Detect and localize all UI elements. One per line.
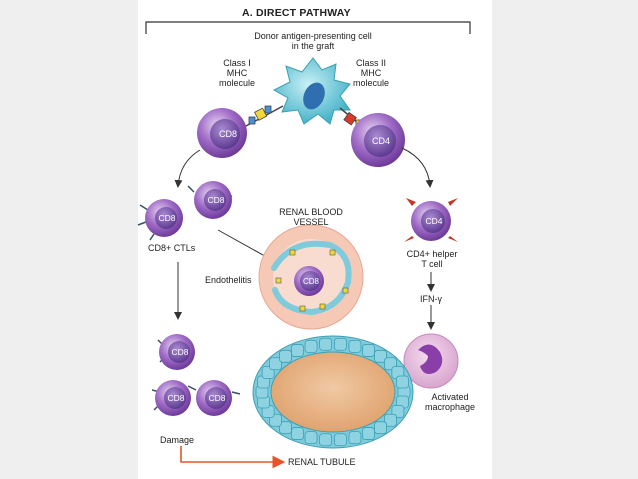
ctl-label-2: CD8 [207, 195, 224, 205]
title-bracket [145, 21, 471, 34]
ctl-nucleus-1 [155, 207, 177, 229]
endothelitis-label: Endothelitis [205, 275, 252, 285]
tubule-epithelial-cell [362, 344, 375, 357]
lower-cd8-nucleus-3 [205, 387, 227, 409]
arrow-cd4-to-helper [401, 147, 434, 188]
tubule-epithelial-cell [334, 337, 347, 351]
tubule-epithelial-cell [374, 421, 387, 435]
cd4-helper-label: CD4+ helper T cell [406, 249, 458, 269]
lower-cd8-label-3: CD8 [208, 393, 225, 403]
tubule-epithelial-cell [362, 427, 375, 440]
tubule-epithelial-cell [319, 337, 332, 351]
lower-cd8-cluster: CD8 CD8 CD8 [151, 334, 241, 416]
vessel-cd8-label: CD8 [303, 277, 320, 286]
tubule-epithelial-cell [319, 433, 332, 447]
renal-blood-vessel-label: RENAL BLOOD VESSEL [279, 207, 343, 227]
right-background-panel [492, 0, 638, 479]
tubule-epithelial-cell [396, 375, 409, 389]
arrow-cd8-to-ctls [174, 149, 201, 188]
tubule-epithelial-cells [255, 337, 411, 447]
ifn-gamma-label: IFN-γ [420, 294, 442, 304]
lower-cd8-nucleus-1 [168, 341, 190, 363]
tubule-epithelial-cell [269, 357, 282, 371]
class-i-mhc-label: Class I MHC molecule [218, 58, 256, 88]
arrow-ctls-to-vessel [217, 229, 274, 261]
apc-label: Donor antigen-presenting cell in the gra… [254, 31, 372, 51]
cd4-helper-label: CD4 [425, 216, 442, 226]
lower-cd8-label-1: CD8 [171, 347, 188, 357]
activated-macrophage-label: Activated macrophage [424, 392, 476, 412]
tubule-epithelial-cell [348, 339, 362, 353]
lower-cd8-label-2: CD8 [167, 393, 184, 403]
diagram-title: A. DIRECT PATHWAY [242, 7, 351, 19]
tubule-epithelial-cell [334, 433, 347, 447]
left-background-panel [0, 0, 138, 479]
cd8-ctls-label: CD8+ CTLs [148, 243, 196, 253]
cd4-helper-t-cell: CD4 [404, 198, 458, 242]
tubule-epithelial-cell [279, 421, 292, 435]
cd8-label-top: CD8 [219, 129, 237, 139]
tubule-epithelial-cell [291, 344, 304, 357]
renal-tubule-label: RENAL TUBULE [288, 457, 356, 467]
tubule-epithelial-cell [291, 427, 304, 440]
tubule-epithelial-cell [279, 349, 292, 363]
ctl-label-1: CD8 [158, 213, 175, 223]
tubule-epithelial-cell [348, 431, 362, 445]
tubule-epithelial-cell [304, 431, 318, 445]
cd4-nucleus-top [364, 125, 396, 157]
class-i-mhc-connector [245, 105, 284, 127]
renal-tubule [252, 335, 414, 449]
cd4-label-top: CD4 [372, 136, 390, 146]
damage-arrow [180, 446, 286, 469]
tubule-epithelial-cell [384, 413, 397, 427]
vessel-cd8-nucleus [300, 271, 320, 291]
tubule-epithelial-cell [374, 349, 387, 363]
cd8-ctl-cluster: CD8 CD8 [137, 181, 233, 241]
antigen-presenting-cell [272, 57, 351, 125]
lower-cd8-nucleus-2 [164, 387, 186, 409]
renal-blood-vessel: CD8 [258, 224, 364, 330]
damage-label: Damage [160, 435, 195, 445]
ctl-nucleus-2 [204, 189, 226, 211]
class-ii-mhc-label: Class II MHC molecule [352, 58, 390, 88]
cd8-nucleus-top [210, 119, 240, 149]
activated-macrophage [403, 333, 459, 389]
tubule-epithelial-cell [304, 339, 318, 353]
